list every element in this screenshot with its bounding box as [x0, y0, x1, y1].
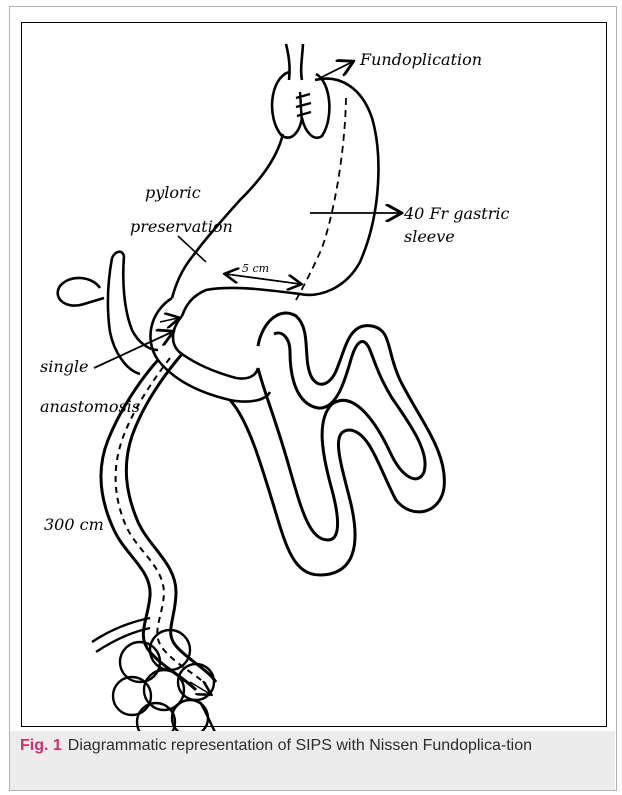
label-fundoplication: Fundoplication: [359, 50, 482, 69]
esophagus: [286, 44, 290, 80]
gastric-sleeve: [182, 79, 378, 316]
label-gastric-sleeve: 40 Fr gastric: [403, 204, 509, 223]
label-sleeve: sleeve: [404, 227, 455, 246]
label-5cm: 5 cm: [242, 262, 269, 275]
figure-label: Fig. 1: [20, 737, 62, 754]
ileal-coils-inner: [258, 333, 425, 540]
label-single: single: [40, 357, 88, 376]
duodenal-loop: [150, 298, 270, 402]
label-preservation: preservation: [130, 217, 233, 236]
caption-text: Diagrammatic representation of SIPS with…: [68, 737, 532, 754]
ileal-coils-outer: [230, 313, 444, 575]
figure-caption: Fig. 1 Diagrammatic representation of SIP…: [20, 735, 610, 757]
label-300cm: 300 cm: [44, 515, 104, 534]
colon: [92, 618, 236, 741]
label-anastomosis: anastomosis: [40, 397, 140, 416]
gallbladder: [58, 278, 104, 306]
label-pyloric: pyloric: [145, 183, 201, 202]
fundoplication-arrow: [320, 62, 352, 78]
staple-line: [296, 98, 346, 300]
anastomosis-arrow-2: [160, 318, 178, 322]
